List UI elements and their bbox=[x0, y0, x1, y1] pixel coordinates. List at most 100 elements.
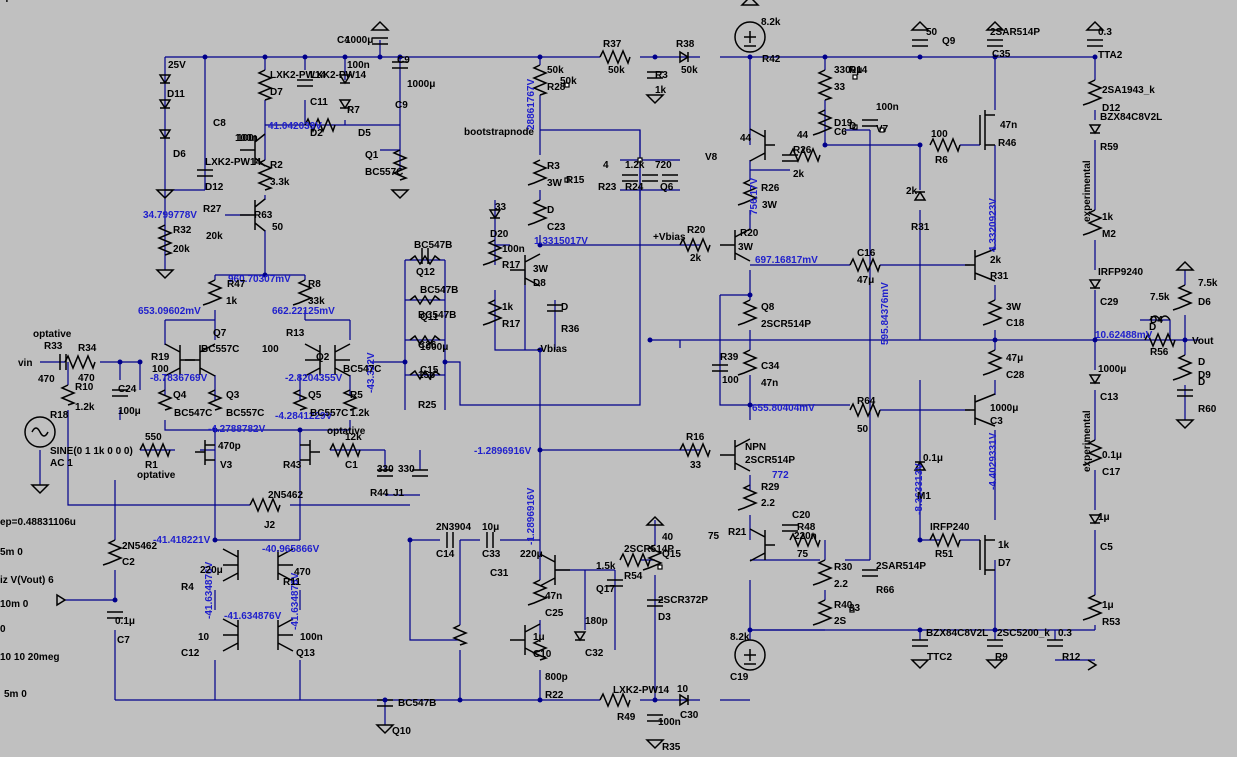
component-ref: R6 bbox=[935, 155, 948, 166]
component-value: 330 bbox=[398, 464, 415, 475]
component-value: 100n bbox=[502, 244, 525, 255]
sim-directive: 10 10 20meg bbox=[0, 652, 60, 663]
component-ref: R36 bbox=[561, 324, 580, 335]
component-value: 25V bbox=[168, 60, 186, 71]
component-value: 33 bbox=[849, 603, 861, 614]
component-ref: C24 bbox=[118, 384, 137, 395]
node-voltage-labels: 41.042039V34.799778V960.70307mV653.09602… bbox=[138, 79, 1153, 630]
component-ref: TTC2 bbox=[927, 652, 952, 663]
component-value: 2k bbox=[793, 169, 805, 180]
vbias-neg-label: -Vbias bbox=[537, 344, 567, 355]
component-ref: C25 bbox=[545, 608, 564, 619]
component-value: 100n bbox=[658, 717, 681, 728]
component-ref: R12 bbox=[1062, 652, 1081, 663]
component-value: 7.5k bbox=[1150, 292, 1170, 303]
component-value: 100 bbox=[262, 344, 279, 355]
component-ref: R56 bbox=[1150, 347, 1169, 358]
annotation-labels: bootstrapnode +Vbias -Vbias vin Vout opt… bbox=[18, 127, 1214, 481]
component-ref: C1 bbox=[345, 460, 358, 471]
component-value: 3W bbox=[1006, 302, 1022, 313]
component-value: 330 bbox=[377, 464, 394, 475]
component-ref: D8 bbox=[533, 278, 546, 289]
component-value: 47n bbox=[761, 378, 778, 389]
component-ref: R30 bbox=[834, 562, 853, 573]
component-ref: C34 bbox=[761, 361, 780, 372]
component-value: 33 bbox=[495, 202, 507, 213]
component-ref: R44 bbox=[370, 488, 389, 499]
component-ref: D3 bbox=[658, 612, 671, 623]
component-ref: R66 bbox=[876, 585, 895, 596]
component-value: 180p bbox=[585, 616, 608, 627]
component-value: 100n bbox=[347, 60, 370, 71]
component-value: 1μ bbox=[0, 0, 12, 3]
component-value: 2N5462 bbox=[122, 541, 157, 552]
node-voltage: 1.3315017V bbox=[534, 236, 588, 247]
component-value: BZX84C8V2L bbox=[926, 628, 988, 639]
component-ref: R17 bbox=[502, 260, 521, 271]
component-value: BZX84C8V2L bbox=[1100, 112, 1162, 123]
component-value: 7.5k bbox=[0, 0, 20, 3]
component-value: 8.2k bbox=[761, 17, 781, 28]
component-value: 1000μ bbox=[1098, 364, 1126, 375]
component-ref: NPN bbox=[745, 442, 766, 453]
component-ref: D7 bbox=[270, 87, 283, 98]
component-value: 2N3904 bbox=[436, 522, 471, 533]
node-voltage: -8.7836769V bbox=[150, 373, 208, 384]
component-value: 3.3k bbox=[270, 177, 290, 188]
component-ref: D6 bbox=[173, 149, 186, 160]
component-ref: J1 bbox=[393, 488, 405, 499]
component-ref: R40 bbox=[834, 600, 853, 611]
component-ref: D6 bbox=[1198, 297, 1211, 308]
component-labels: C41000μC91000μC925VD11D6LXK2-PW14D12LXK2… bbox=[0, 0, 1218, 753]
component-value: 100 bbox=[152, 364, 169, 375]
component-value: 33k bbox=[308, 296, 325, 307]
component-value: 1.2k bbox=[625, 160, 645, 171]
transistors bbox=[164, 110, 996, 657]
component-ref: R4 bbox=[181, 582, 194, 593]
component-value: D bbox=[0, 0, 7, 3]
component-value: 2k bbox=[906, 186, 918, 197]
component-ref: R24 bbox=[625, 182, 644, 193]
component-ref: Q6 bbox=[660, 182, 674, 193]
component-ref: R99 bbox=[0, 0, 19, 3]
component-value: 0.1μ bbox=[923, 453, 943, 464]
component-value: 50k bbox=[608, 65, 625, 76]
component-ref: R28 bbox=[547, 82, 566, 93]
component-ref: R46 bbox=[998, 138, 1017, 149]
component-ref: Q8 bbox=[761, 302, 775, 313]
component-ref: R47 bbox=[227, 279, 246, 290]
component-value: 0.1μ bbox=[115, 616, 135, 627]
component-value: D bbox=[1198, 377, 1205, 388]
component-value: 15 bbox=[0, 0, 12, 3]
component-ref: R5 bbox=[350, 390, 363, 401]
component-ref: Q5 bbox=[308, 390, 322, 401]
component-value: 100 bbox=[237, 133, 254, 144]
component-ref: R14 bbox=[849, 65, 868, 76]
component-ref: R16 bbox=[686, 432, 705, 443]
component-ref: R39 bbox=[720, 352, 739, 363]
component-value: 50k bbox=[560, 76, 577, 87]
component-ref: R49 bbox=[617, 712, 636, 723]
component-ref: R21 bbox=[728, 527, 747, 538]
node-voltage: -41.634876V bbox=[204, 561, 215, 619]
wires bbox=[39, 40, 1200, 725]
node-voltage: 655.80404mV bbox=[752, 403, 815, 414]
component-value: 470p bbox=[218, 441, 241, 452]
node-voltage: -41.634876V bbox=[224, 611, 282, 622]
component-value: 1k bbox=[1102, 212, 1114, 223]
component-ref: R54 bbox=[624, 571, 643, 582]
component-value: 470 bbox=[38, 374, 55, 385]
component-ref: R35 bbox=[662, 742, 681, 753]
component-value: BC547B bbox=[414, 240, 452, 251]
component-ref: R42 bbox=[762, 54, 781, 65]
component-value: 1000μ bbox=[420, 342, 448, 353]
node-voltage: 960.70307mV bbox=[228, 274, 291, 285]
sine-label: SINE(0 1 1k 0 0 0) bbox=[50, 446, 133, 457]
sim-directive: iz V(Vout) 6 bbox=[0, 575, 54, 586]
component-value: 1k bbox=[226, 296, 238, 307]
component-ref: R38 bbox=[676, 39, 695, 50]
component-value: BC557C bbox=[226, 408, 264, 419]
component-value: 800p bbox=[545, 672, 568, 683]
component-value: 2SCR372P bbox=[658, 595, 708, 606]
